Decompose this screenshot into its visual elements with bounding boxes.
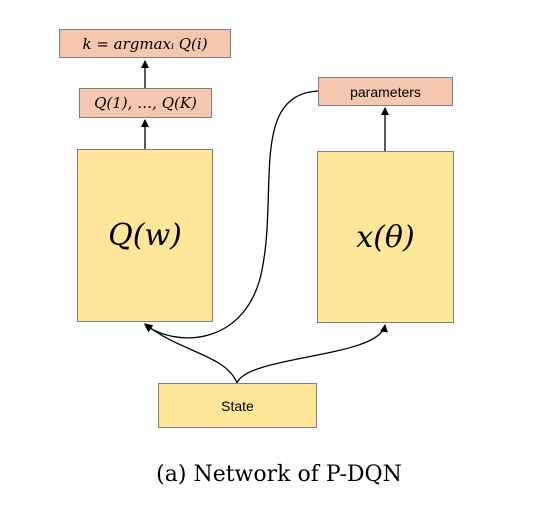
q-network-label: Q(w) — [108, 218, 182, 253]
x-network-node: x(θ) — [317, 151, 454, 323]
parameters-node: parameters — [318, 77, 453, 106]
edge-state-to-qnet — [144, 323, 238, 384]
edge-state-to-xnet — [236, 324, 388, 384]
q-values-label: Q(1), …, Q(K) — [94, 94, 197, 112]
q-values-node: Q(1), …, Q(K) — [79, 88, 212, 118]
x-network-label: x(θ) — [356, 219, 415, 255]
q-network-node: Q(w) — [77, 149, 213, 322]
state-label: State — [221, 397, 254, 414]
argmax-label: k = argmaxᵢ Q(i) — [82, 34, 208, 53]
edge-parameters-to-qnet — [144, 90, 319, 339]
parameters-label: parameters — [350, 83, 421, 100]
figure-caption: (a) Network of P-DQN — [156, 462, 402, 487]
argmax-node: k = argmaxᵢ Q(i) — [59, 29, 231, 58]
state-node: State — [158, 383, 317, 428]
